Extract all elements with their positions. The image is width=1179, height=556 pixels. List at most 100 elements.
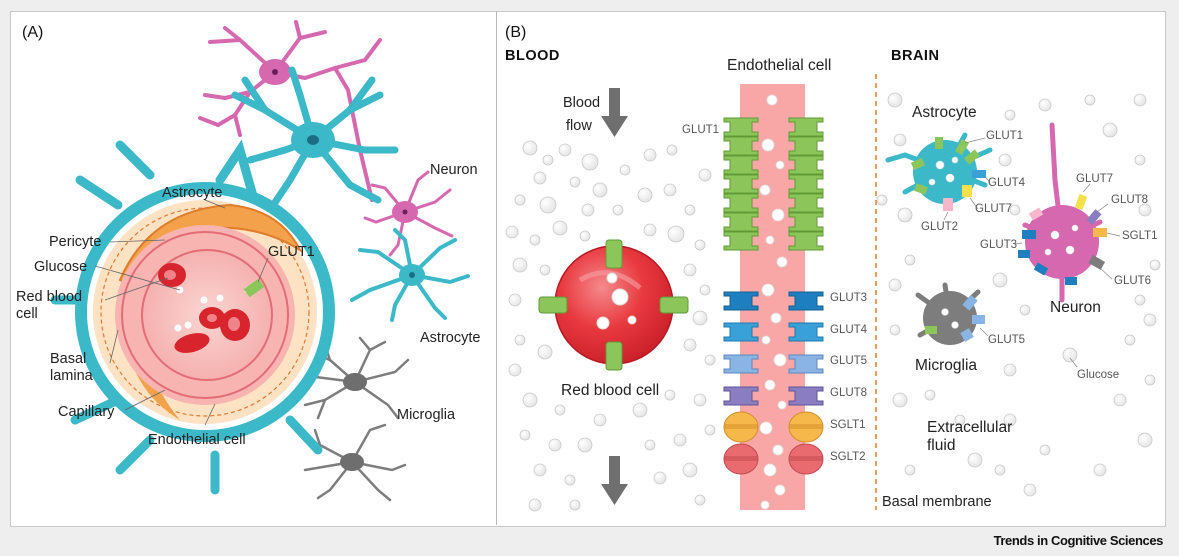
transporter-glut xyxy=(723,322,759,342)
glucose-bubble xyxy=(1134,294,1146,306)
label-astro-glut2: GLUT2 xyxy=(921,221,958,233)
glucose-bubble xyxy=(637,187,653,203)
glucose-bubble xyxy=(666,144,678,156)
label-microglia-a: Microglia xyxy=(397,407,456,423)
glucose-bubble xyxy=(904,464,916,476)
glucose-dot xyxy=(775,160,785,170)
glucose-bubble xyxy=(569,176,581,188)
glucose-bubble xyxy=(683,263,697,277)
transporter-glut xyxy=(788,155,824,175)
label-astrocyte-b: Astrocyte xyxy=(912,104,977,121)
glucose-bubble xyxy=(581,153,599,171)
label-neuron-sglt1: SGLT1 xyxy=(1122,230,1158,242)
glucose-dot xyxy=(760,500,770,510)
glucose-bubble xyxy=(1138,203,1152,217)
glucose-bubble xyxy=(673,433,687,447)
label-tr-glut5: GLUT5 xyxy=(830,355,867,367)
panel-divider xyxy=(496,11,497,525)
glucose-bubble xyxy=(892,392,908,408)
transporter-glut xyxy=(723,136,759,156)
label-neuron-glut8: GLUT8 xyxy=(1111,194,1148,206)
transporter-glut xyxy=(723,291,759,311)
glucose-bubble xyxy=(577,437,593,453)
glucose-bubble xyxy=(522,392,538,408)
glucose-bubble xyxy=(1124,334,1136,346)
glucose-bubble xyxy=(967,452,983,468)
glucose-bubble xyxy=(643,148,657,162)
glucose-bubble xyxy=(569,499,581,511)
glucose-bubbles xyxy=(505,92,1161,512)
transporter-column xyxy=(723,117,824,475)
glucose-bubble xyxy=(632,402,648,418)
glucose-dot xyxy=(765,235,775,245)
glucose-bubble xyxy=(698,168,712,182)
glucose-bubble xyxy=(694,239,706,251)
glucose-bubble xyxy=(994,464,1006,476)
glucose-bubble xyxy=(522,140,538,156)
glucose-bubble xyxy=(537,344,553,360)
glucose-bubble xyxy=(548,438,562,452)
glucose-bubble xyxy=(1143,313,1157,327)
label-tr-glut3: GLUT3 xyxy=(830,292,867,304)
glucose-bubble xyxy=(704,424,716,436)
panel-b-letter: (B) xyxy=(505,24,526,41)
label-basal-line2: lamina xyxy=(50,368,94,384)
credit-journal: Trends in Cognitive Sciences xyxy=(993,533,1164,548)
glucose-bubble xyxy=(1113,393,1127,407)
glucose-bubble xyxy=(1149,259,1161,271)
transporter-glut xyxy=(788,354,824,374)
glucose-bubble xyxy=(684,204,696,216)
label-capillary: Capillary xyxy=(58,404,115,420)
label-basal-line1: Basal xyxy=(50,351,86,367)
glucose-bubble xyxy=(552,220,568,236)
glucose-bubble xyxy=(888,278,902,292)
transporter-glut xyxy=(788,322,824,342)
glucose-dot xyxy=(771,208,785,222)
glucose-bubble xyxy=(539,264,551,276)
glucose-bubble xyxy=(508,293,522,307)
glucose-bubble xyxy=(889,324,901,336)
label-tr-glut4: GLUT4 xyxy=(830,324,868,336)
neuron-b-transporters xyxy=(1018,194,1107,285)
glucose-bubble xyxy=(653,471,667,485)
glucose-bubble xyxy=(579,230,591,242)
label-neuron-a: Neuron xyxy=(430,162,478,178)
label-ecf-line2: fluid xyxy=(927,437,955,454)
glucose-dot xyxy=(770,312,782,324)
glucose-bubble xyxy=(667,225,685,243)
glucose-bubble xyxy=(998,153,1012,167)
glucose-dot xyxy=(766,94,778,106)
glucose-bubble xyxy=(1003,363,1017,377)
glucose-dot xyxy=(777,400,787,410)
glucose-bubble xyxy=(1137,432,1153,448)
glucose-bubble xyxy=(1133,93,1147,107)
label-tr-glut1: GLUT1 xyxy=(682,124,719,136)
glucose-bubble xyxy=(508,363,522,377)
transporter-glut xyxy=(723,193,759,213)
label-blood: BLOOD xyxy=(505,48,560,64)
glucose-dot xyxy=(763,463,777,477)
label-tr-glut8: GLUT8 xyxy=(830,387,867,399)
glucose-dot xyxy=(764,379,776,391)
glucose-bubble xyxy=(592,182,608,198)
label-pericyte: Pericyte xyxy=(49,234,101,250)
glucose-dot xyxy=(761,283,775,297)
label-rbc-b: Red blood cell xyxy=(561,382,659,399)
label-microglia-glut5: GLUT5 xyxy=(988,334,1025,346)
glucose-bubble xyxy=(876,194,888,206)
label-endothelial-b: Endothelial cell xyxy=(727,57,831,74)
transporter-glut xyxy=(788,386,824,406)
blood-flow-arrow xyxy=(601,88,628,505)
glucose-bubble xyxy=(887,92,903,108)
glucose-bubble xyxy=(692,310,708,326)
glucose-bubble xyxy=(581,203,595,217)
label-tr-sglt2: SGLT2 xyxy=(830,451,866,463)
glucose-bubble xyxy=(1004,109,1016,121)
label-glucose-a: Glucose xyxy=(34,259,87,275)
glucose-bubble xyxy=(1038,98,1052,112)
glucose-bubble xyxy=(519,429,531,441)
label-flow-line2: flow xyxy=(566,118,592,134)
label-astro-glut4: GLUT4 xyxy=(988,177,1026,189)
glucose-dot xyxy=(774,484,786,496)
